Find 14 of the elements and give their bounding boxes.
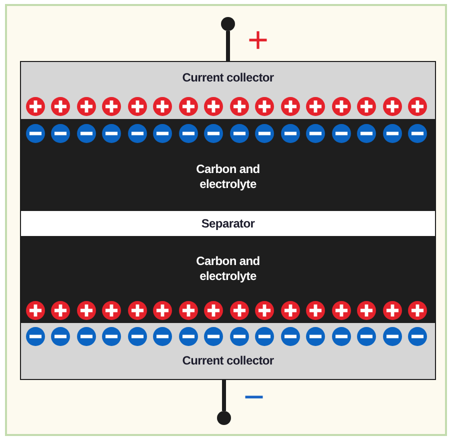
layer-label: Carbon and electrolyte: [195, 254, 261, 284]
layer-label: Carbon and electrolyte: [195, 162, 261, 192]
layer-label: Current collector: [182, 354, 274, 368]
electrode-layer: [21, 236, 435, 323]
polarity-sign: −: [243, 384, 265, 410]
lead-wire: [226, 31, 230, 62]
electrode-layer: [21, 119, 435, 211]
layer-label: Separator: [201, 216, 255, 231]
polarity-sign: +: [247, 27, 269, 53]
current-collector-layer: [21, 323, 435, 379]
separator-layer: [21, 211, 435, 236]
layer-label: Current collector: [182, 70, 274, 86]
lead-wire: [222, 379, 226, 411]
current-collector-layer: [21, 62, 435, 119]
